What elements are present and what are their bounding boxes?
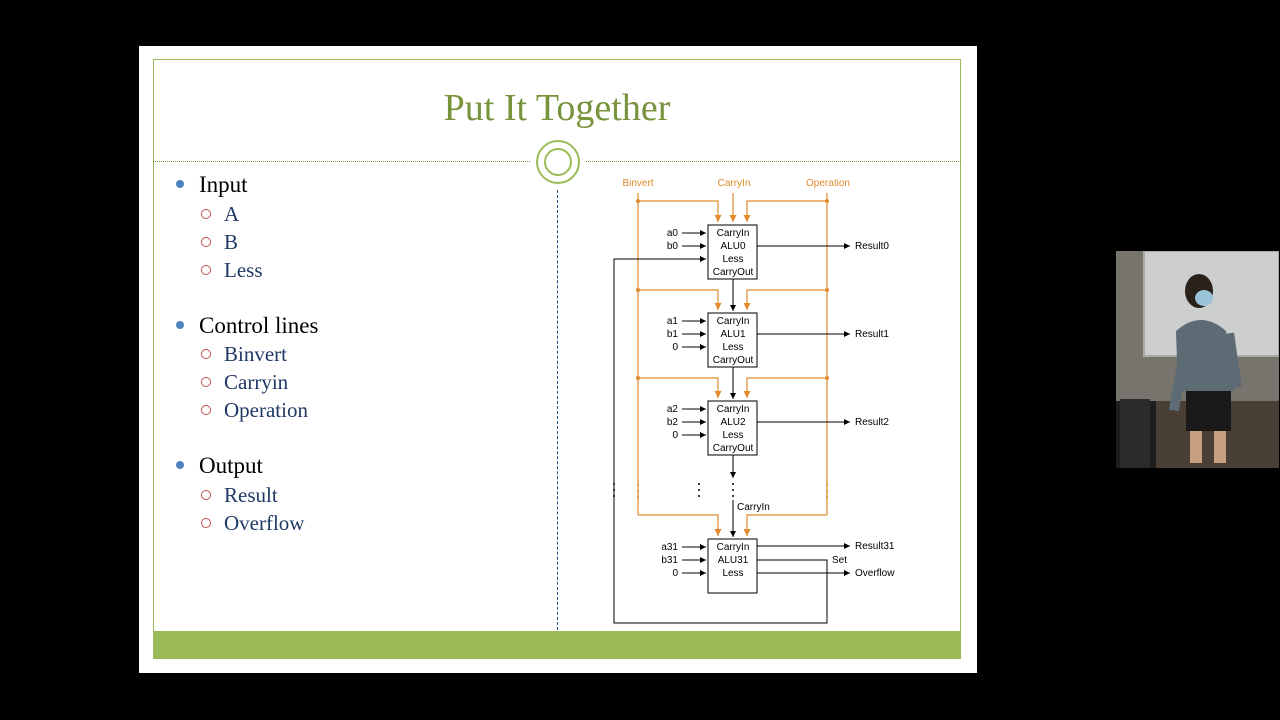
bullet-label: Control lines bbox=[199, 313, 319, 338]
bullet-label: Output bbox=[199, 453, 263, 478]
ring-bullet-icon bbox=[201, 209, 211, 220]
alu31-overflow: Overflow bbox=[855, 568, 895, 579]
alu0-name: ALU0 bbox=[720, 241, 745, 252]
ring-bullet-icon bbox=[201, 237, 211, 248]
title-divider-left bbox=[153, 161, 530, 162]
subbullet-b: B bbox=[201, 230, 238, 255]
alu2-port-less: Less bbox=[722, 430, 743, 441]
ornament-circle bbox=[536, 140, 580, 184]
column-divider bbox=[557, 190, 558, 630]
webcam-presenter-image bbox=[1116, 251, 1279, 468]
alu1-port-carryout: CarryOut bbox=[713, 355, 754, 366]
carryin-chain-label: CarryIn bbox=[737, 502, 770, 513]
alu31-input-a: a31 bbox=[661, 542, 678, 553]
alu0-result: Result0 bbox=[855, 241, 889, 252]
alu1-name: ALU1 bbox=[720, 329, 745, 340]
subbullet-label: Overflow bbox=[224, 511, 305, 535]
subbullet-label: B bbox=[224, 230, 239, 254]
alu2-result: Result2 bbox=[855, 417, 889, 428]
alu31-port-less: Less bbox=[722, 568, 743, 579]
subbullet-binvert: Binvert bbox=[201, 342, 287, 367]
bullet-label: Input bbox=[199, 172, 248, 197]
alu1-input-b: b1 bbox=[667, 329, 679, 340]
alu31-result: Result31 bbox=[855, 541, 895, 552]
alu2-port-carryin: CarryIn bbox=[717, 404, 750, 415]
alu2-input-less: 0 bbox=[672, 430, 678, 441]
subbullet-overflow: Overflow bbox=[201, 511, 304, 536]
bullet-dot-icon bbox=[176, 179, 184, 188]
webcam-video-inset bbox=[1116, 251, 1279, 468]
alu1-input-a: a1 bbox=[667, 316, 679, 327]
bullet-dot-icon bbox=[176, 320, 184, 329]
alu2-input-a: a2 bbox=[667, 404, 679, 415]
alu1-port-carryin: CarryIn bbox=[717, 316, 750, 327]
subbullet-result: Result bbox=[201, 483, 278, 508]
subbullet-operation: Operation bbox=[201, 398, 308, 423]
alu0-port-carryout: CarryOut bbox=[713, 267, 754, 278]
control-label-binvert: Binvert bbox=[622, 178, 653, 189]
subbullet-label: Carryin bbox=[224, 370, 289, 394]
ring-bullet-icon bbox=[201, 518, 211, 529]
subbullet-label: Binvert bbox=[224, 342, 287, 366]
subbullet-label: Less bbox=[224, 258, 263, 282]
alu31-input-b: b31 bbox=[661, 555, 678, 566]
subbullet-less: Less bbox=[201, 258, 263, 283]
alu31-name: ALU31 bbox=[718, 555, 749, 566]
subbullet-label: A bbox=[224, 202, 240, 226]
title-divider-right bbox=[586, 161, 961, 162]
subbullet-carryin: Carryin bbox=[201, 370, 288, 395]
alu1-port-less: Less bbox=[722, 342, 743, 353]
alu0-input-a: a0 bbox=[667, 228, 679, 239]
alu31-port-carryin: CarryIn bbox=[717, 542, 750, 553]
ring-bullet-icon bbox=[201, 490, 211, 501]
alu31-input-less: 0 bbox=[672, 568, 678, 579]
alu0-input-b: b0 bbox=[667, 241, 679, 252]
slide-title: Put It Together bbox=[443, 87, 671, 129]
alu2-input-b: b2 bbox=[667, 417, 679, 428]
footer-bar bbox=[153, 631, 961, 659]
subbullet-label: Operation bbox=[224, 398, 308, 422]
alu2-name: ALU2 bbox=[720, 417, 745, 428]
alu2-port-carryout: CarryOut bbox=[713, 443, 754, 454]
ring-bullet-icon bbox=[201, 377, 211, 388]
ring-bullet-icon bbox=[201, 349, 211, 360]
bullet-dot-icon bbox=[176, 460, 184, 469]
alu0-port-carryin: CarryIn bbox=[717, 228, 750, 239]
alu0-port-less: Less bbox=[722, 254, 743, 265]
bullet-input: Input bbox=[176, 172, 248, 198]
control-label-operation: Operation bbox=[806, 178, 850, 189]
alu31-set: Set bbox=[832, 555, 847, 566]
alu1-result: Result1 bbox=[855, 329, 889, 340]
subbullet-a: A bbox=[201, 202, 239, 227]
ripple-carry-alu-diagram: Binvert CarryIn Operation bbox=[613, 178, 895, 624]
subbullet-label: Result bbox=[224, 483, 278, 507]
ring-bullet-icon bbox=[201, 405, 211, 416]
bullet-control-lines: Control lines bbox=[176, 313, 318, 339]
control-label-carryin: CarryIn bbox=[718, 178, 751, 189]
alu1-input-less: 0 bbox=[672, 342, 678, 353]
ring-bullet-icon bbox=[201, 265, 211, 276]
bullet-output: Output bbox=[176, 453, 263, 479]
